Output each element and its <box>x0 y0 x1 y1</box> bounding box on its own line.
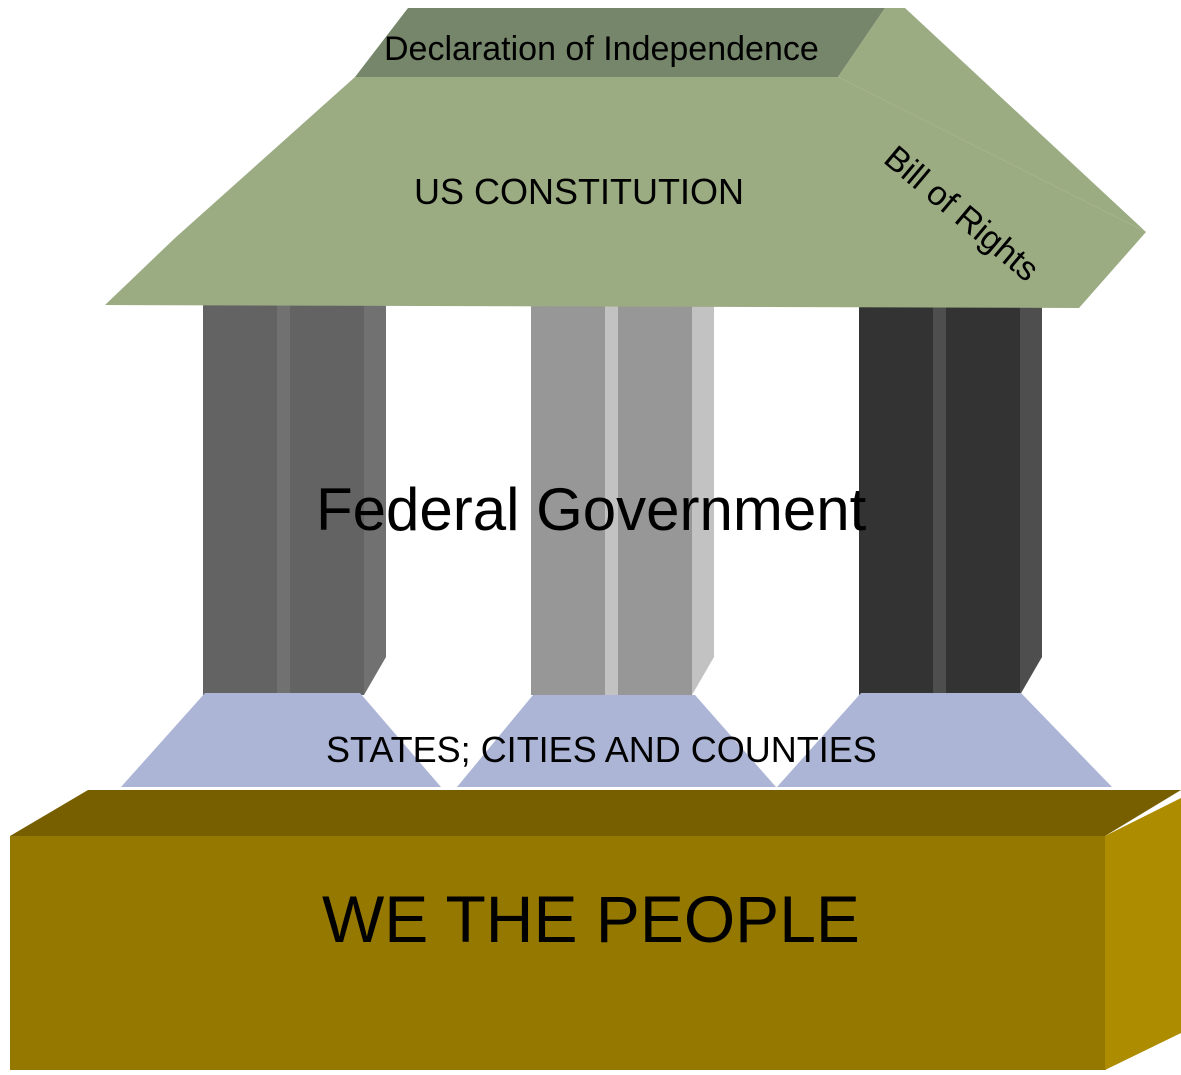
pillar-left-2-side <box>364 303 386 695</box>
roof-front <box>105 77 1146 308</box>
base-top <box>10 790 1181 836</box>
federal-government-label: Federal Government <box>316 476 867 543</box>
steps-group <box>121 693 1112 787</box>
pillar-left-1 <box>203 303 277 695</box>
constitution-label: US CONSTITUTION <box>414 171 744 212</box>
step-left <box>121 693 441 787</box>
pillar-middle-2 <box>618 303 692 695</box>
pillar-right-1-side <box>933 303 946 695</box>
roof <box>105 8 1146 308</box>
roof-side <box>838 8 1146 232</box>
pillar-right-1 <box>859 303 933 695</box>
pillar-group-left <box>203 303 386 695</box>
pillar-middle-1 <box>531 303 605 695</box>
pillar-left-2 <box>290 303 364 695</box>
step-right <box>777 693 1112 787</box>
pillar-group-right <box>859 303 1042 695</box>
step-middle <box>457 695 776 787</box>
pillar-right-2 <box>946 303 1020 695</box>
pillar-right-2-side <box>1020 303 1042 695</box>
declaration-label: Declaration of Independence <box>384 30 819 68</box>
roof-top <box>355 8 885 77</box>
pillar-middle-1-side <box>605 303 618 695</box>
base-block <box>10 790 1181 1070</box>
we-the-people-label: WE THE PEOPLE <box>322 882 860 956</box>
pillar-middle-2-side <box>692 303 714 695</box>
states-cities-counties-label: STATES; CITIES AND COUNTIES <box>326 729 877 770</box>
pillar-left-1-side <box>277 303 290 695</box>
base-front <box>10 836 1106 1070</box>
pillar-group-middle <box>531 303 714 695</box>
base-side <box>1105 798 1181 1070</box>
